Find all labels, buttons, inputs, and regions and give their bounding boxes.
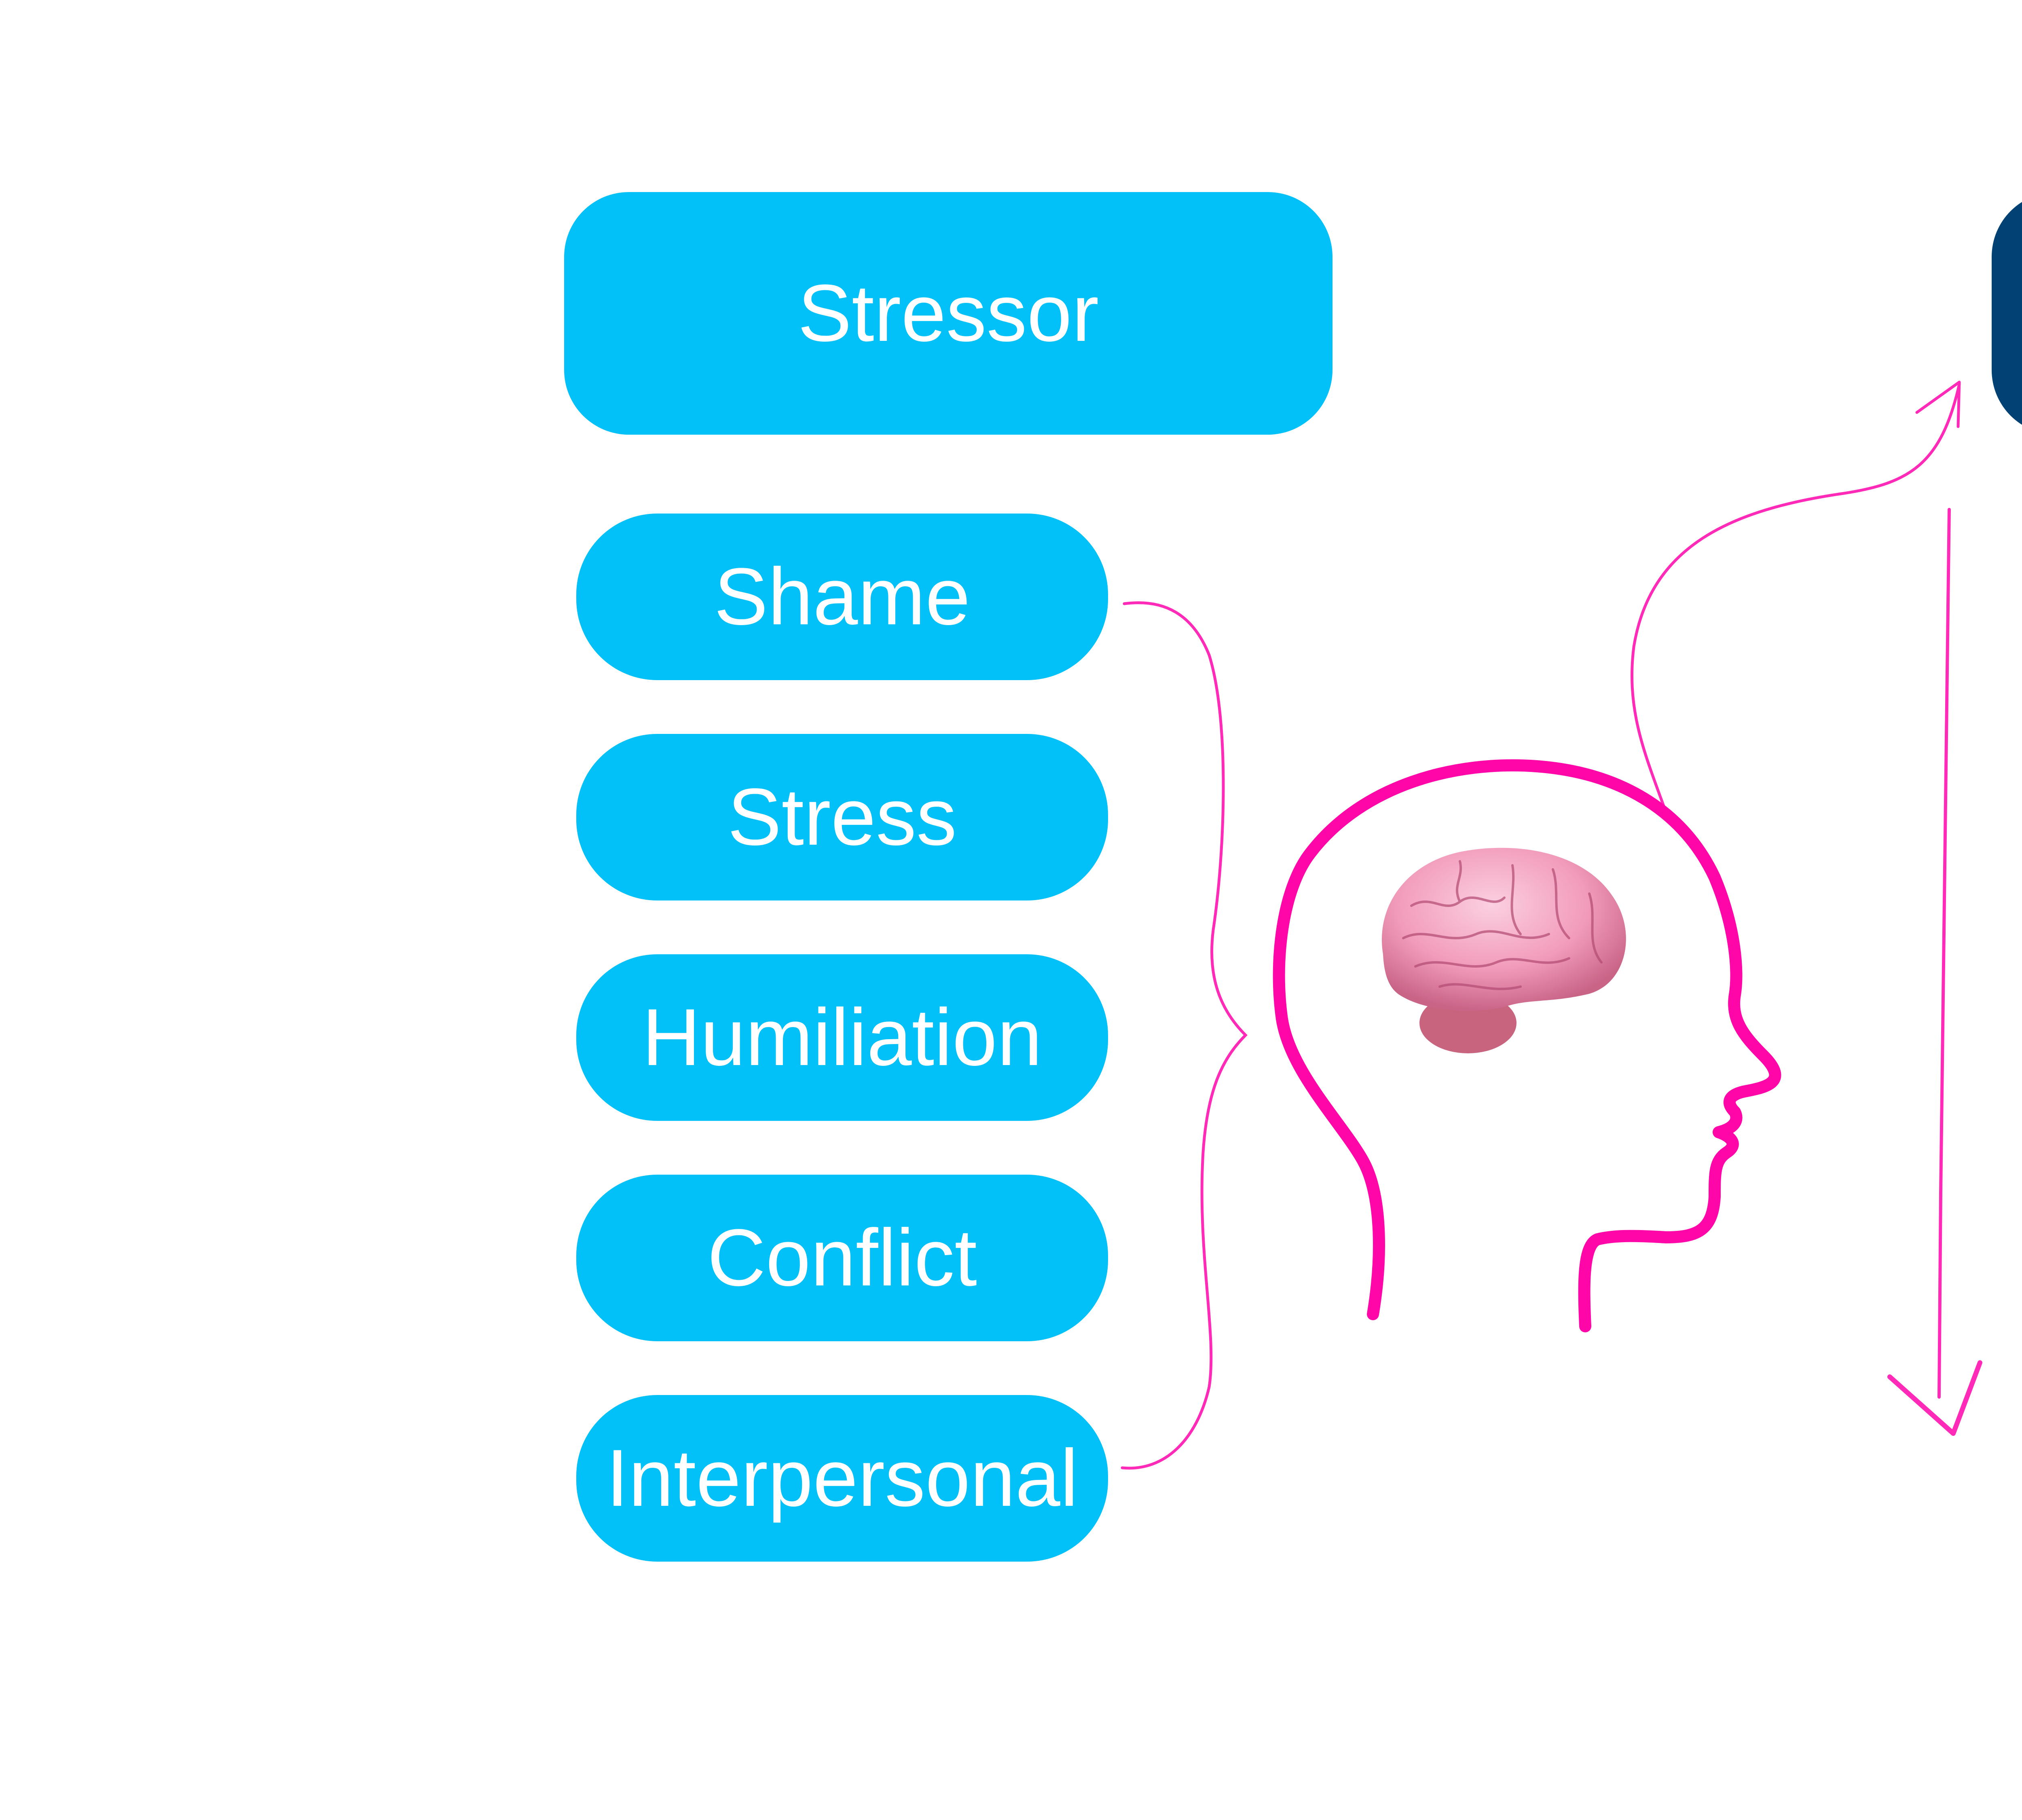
- grouping-brace-icon: [1121, 601, 1248, 1470]
- danger-perception-box: Sensory Organs Percieve a DANGER: [1992, 192, 2022, 435]
- arrow-down-cascade-icon: [1937, 508, 1951, 1399]
- stressor-header-label: Stressor: [797, 268, 1099, 358]
- arrow-to-danger-head-icon: [1915, 380, 1961, 428]
- stressor-item-shame: Shame: [576, 514, 1108, 680]
- stressor-item-conflict: Conflict: [576, 1175, 1108, 1341]
- stressor-item-humiliation: Humiliation: [576, 954, 1108, 1121]
- stressor-item-label: Shame: [714, 552, 971, 642]
- stressor-item-label: Stress: [728, 772, 957, 862]
- stressor-item-stress: Stress: [576, 734, 1108, 900]
- stressor-item-label: Humiliation: [642, 992, 1043, 1082]
- stressor-item-interpersonal: Interpersonal: [576, 1395, 1108, 1562]
- arrow-to-danger-icon: [1631, 383, 1961, 814]
- brain-icon: [1381, 848, 1626, 1053]
- stressor-item-label: Conflict: [707, 1213, 977, 1303]
- stressor-item-label: Interpersonal: [606, 1433, 1079, 1523]
- arrow-down-cascade-head-icon: [1887, 1360, 1982, 1436]
- stressor-header-box: Stressor: [564, 192, 1332, 435]
